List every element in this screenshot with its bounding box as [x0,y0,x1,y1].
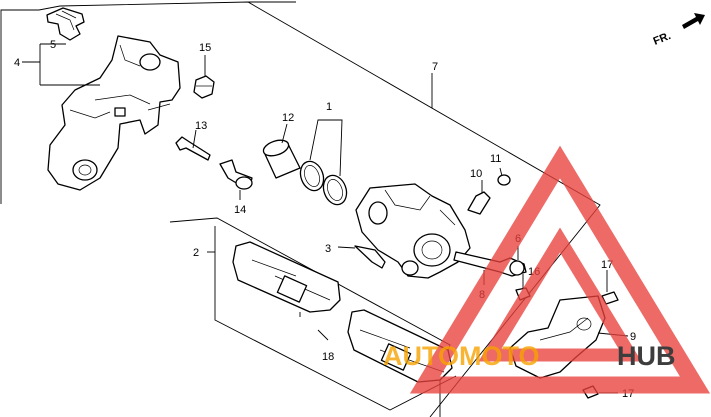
callout-13: 13 [195,120,207,132]
part-10-bleeder-screw [467,180,491,215]
part-13-pin-bolt [175,129,211,161]
part-4-caliper-bracket [47,35,181,191]
callout-17-upper: 17 [601,259,613,271]
part-3-spring [337,245,386,269]
assembly-7-outline [0,1,601,417]
caliper-body [355,183,471,279]
callout-2: 2 [193,247,199,259]
callout-5: 5 [50,39,56,51]
callout-3: 3 [325,243,331,255]
callout-1: 1 [326,101,332,113]
watermark-auto-text: AUTOMOTO [383,341,540,371]
front-direction-arrow: FR. [652,13,705,48]
callout-10: 10 [470,168,482,180]
direction-label: FR. [652,30,673,48]
callout-11: 11 [490,153,501,165]
part-17-bolt-upper [601,270,619,305]
part-11-bleeder-cap [497,167,511,186]
part-1-piston-seals [299,119,348,206]
callout-14: 14 [234,204,246,216]
watermark-text: AUTOMOTO HUB [383,341,676,371]
part-14-bolt [219,159,253,200]
callout-18: 18 [322,351,334,363]
callout-7: 7 [432,61,438,73]
callout-15: 15 [199,42,211,54]
part-12-piston [262,123,301,179]
callout-4: 4 [14,57,20,69]
part-2-brake-pad-upper [232,241,341,313]
callout-9: 9 [630,331,636,343]
callout-12: 12 [282,112,294,124]
leader-18 [317,329,329,341]
part-15-bleeder [193,55,215,99]
part-5-clip [46,7,85,41]
watermark-hub-text: HUB [617,341,676,371]
watermark-logo [409,145,711,394]
